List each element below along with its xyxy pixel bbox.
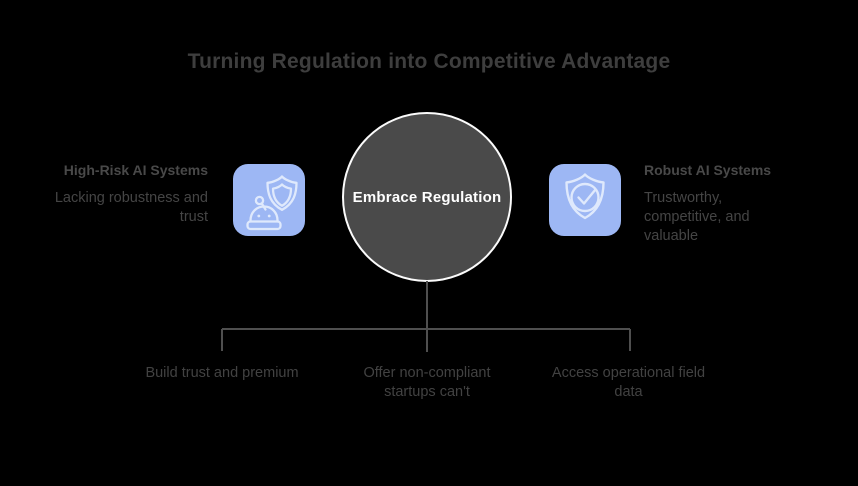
center-node: Embrace Regulation [342, 112, 512, 282]
page-title: Turning Regulation into Competitive Adva… [187, 50, 671, 73]
benefit-access-data: Access operational field data [551, 365, 706, 400]
robust-tile [549, 164, 621, 236]
high-risk-heading: High-Risk AI Systems [63, 162, 208, 178]
high-risk-description: Lacking robustness and trust [54, 190, 208, 225]
robot-and-shield-icon [246, 175, 298, 231]
high-risk-text-block: High-Risk AI Systems Lacking robustness … [38, 161, 208, 227]
center-node-label: Embrace Regulation [352, 188, 502, 206]
robust-description: Trustworthy, competitive, and valuable [644, 190, 750, 244]
robust-text-block: Robust AI Systems Trustworthy, competiti… [644, 161, 774, 246]
shield-check-icon [565, 173, 605, 220]
robust-heading: Robust AI Systems [644, 162, 772, 178]
high-risk-tile [233, 164, 305, 236]
benefit-build-trust: Build trust and premium [145, 365, 299, 381]
benefit-offer-noncompliant: Offer non-compliant startups can't [363, 365, 491, 400]
